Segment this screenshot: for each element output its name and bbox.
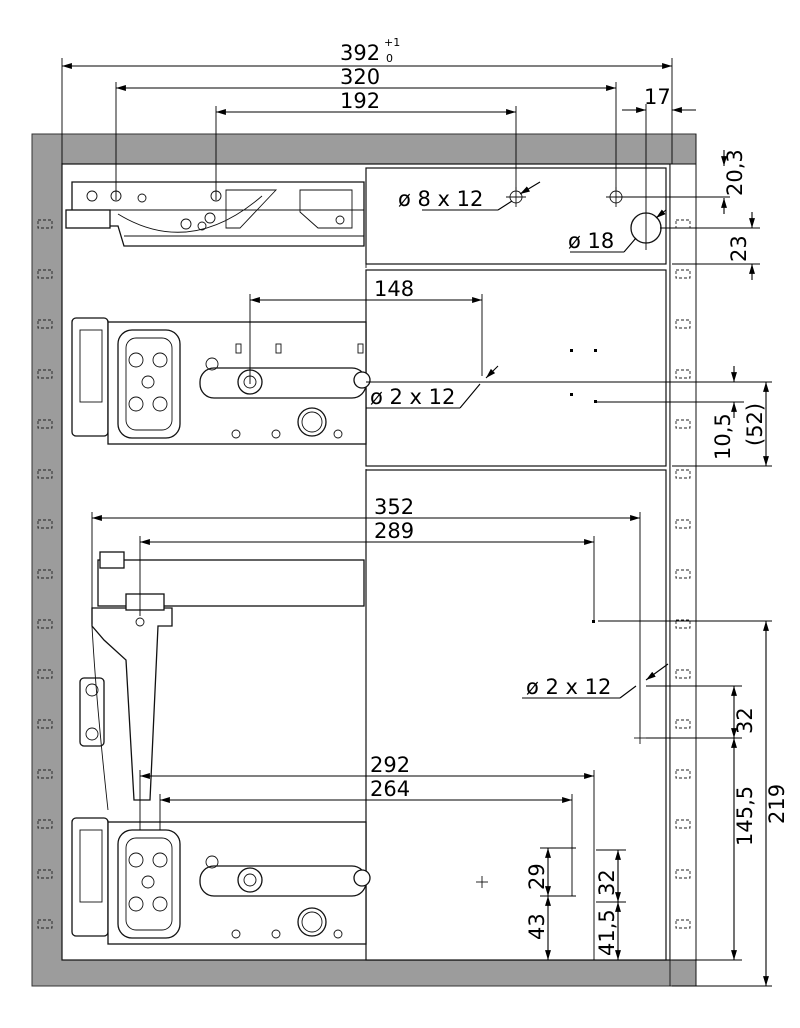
dim-hole-8x12: ø 8 x 12 <box>398 181 541 211</box>
system-hole-right <box>675 669 691 679</box>
dim-289: 289 <box>139 519 595 620</box>
dim-10-5-label: 10,5 <box>711 413 735 460</box>
dim-hole-2x12-mid: ø 2 x 12 <box>366 365 499 409</box>
system-hole-left <box>37 669 53 679</box>
dim-hole-18: ø 18 <box>568 209 667 253</box>
system-hole-left <box>37 919 53 929</box>
system-hole-right <box>675 319 691 329</box>
hole-2x12-low-label: ø 2 x 12 <box>526 675 611 699</box>
dim-320: 320 <box>115 65 617 200</box>
dim-17-label: 17 <box>644 85 671 109</box>
dim-43-label: 43 <box>525 913 549 940</box>
left-system-holes <box>37 219 53 929</box>
dim-17: 17 <box>622 85 696 250</box>
dim-52-label: (52) <box>743 403 767 446</box>
system-hole-left <box>37 419 53 429</box>
dim-264-label: 264 <box>370 777 410 801</box>
system-hole-left <box>37 319 53 329</box>
system-hole-right <box>675 469 691 479</box>
dim-392-tol-lower: 0 <box>386 52 393 65</box>
dim-23: 23 <box>660 212 760 280</box>
dim-352-label: 352 <box>374 495 414 519</box>
system-hole-left <box>37 219 53 229</box>
hole-18-label: ø 18 <box>568 229 614 253</box>
dim-192: 192 <box>215 89 517 200</box>
system-hole-right <box>675 519 691 529</box>
dim-29-label: 29 <box>525 863 549 890</box>
dim-20-3-label: 20,3 <box>723 149 747 196</box>
dim-292: 292 <box>139 753 595 960</box>
system-hole-left <box>37 469 53 479</box>
system-hole-right <box>675 819 691 829</box>
drawer-middle-runner <box>71 317 371 445</box>
dim-392-label: 392 <box>340 41 380 65</box>
hole-8x12-label: ø 8 x 12 <box>398 187 483 211</box>
system-hole-right <box>675 919 691 929</box>
dim-352: 352 <box>91 495 641 732</box>
dim-32-label: 32 <box>733 707 757 734</box>
system-hole-right <box>675 869 691 879</box>
system-hole-right <box>675 769 691 779</box>
system-hole-left <box>37 519 53 529</box>
dim-32-145-219: 32 145,5 219 <box>598 620 789 987</box>
system-hole-right <box>675 269 691 279</box>
dim-32-41-5: 32 41,5 <box>595 849 626 960</box>
system-hole-left <box>37 719 53 729</box>
system-hole-left <box>37 569 53 579</box>
dim-10-5-and-52: 10,5 (52) <box>366 366 772 467</box>
hole-2x12-mid-label: ø 2 x 12 <box>370 385 455 409</box>
dim-148: 148 <box>249 277 483 384</box>
dim-41-5-label: 41,5 <box>595 909 619 956</box>
system-hole-left <box>37 619 53 629</box>
dim-32b-label: 32 <box>595 869 619 896</box>
system-hole-right <box>675 569 691 579</box>
system-hole-left <box>37 369 53 379</box>
dim-219-label: 219 <box>765 784 789 824</box>
system-hole-right <box>675 419 691 429</box>
drawer-top-runner <box>65 181 365 247</box>
system-hole-left <box>37 869 53 879</box>
system-hole-right <box>675 619 691 629</box>
drawer-bottom-runner <box>71 817 371 945</box>
system-hole-left <box>37 269 53 279</box>
dim-20-3: 20,3 <box>616 149 747 214</box>
dim-192-label: 192 <box>340 89 380 113</box>
dim-overall-392: 392 +1 0 <box>61 36 673 164</box>
dim-264: 264 <box>159 777 573 896</box>
dim-23-label: 23 <box>727 235 751 262</box>
dim-148-label: 148 <box>374 277 414 301</box>
dim-292-label: 292 <box>370 753 410 777</box>
system-hole-right <box>675 369 691 379</box>
dim-320-label: 320 <box>340 65 380 89</box>
dim-289-label: 289 <box>374 519 414 543</box>
dim-392-tol-upper: +1 <box>384 36 400 49</box>
dim-hole-2x12-low: ø 2 x 12 <box>522 663 669 699</box>
right-system-holes <box>675 219 691 929</box>
system-hole-right <box>675 219 691 229</box>
system-hole-right <box>675 719 691 729</box>
dim-145-5-label: 145,5 <box>733 786 757 846</box>
system-hole-left <box>37 769 53 779</box>
system-hole-left <box>37 819 53 829</box>
dim-29-43: 29 43 <box>525 847 576 960</box>
lower-bracket <box>79 551 365 811</box>
